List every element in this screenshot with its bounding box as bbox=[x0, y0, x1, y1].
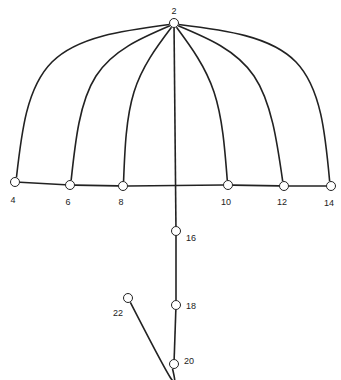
graph-vertex: 22 bbox=[123, 293, 133, 303]
graph-vertex: 20 bbox=[169, 359, 179, 369]
vertex-number: 8 bbox=[118, 198, 123, 207]
graph-vertex: 2 bbox=[169, 18, 179, 28]
vertex-number: 20 bbox=[184, 357, 194, 366]
graph-edge bbox=[178, 26, 283, 181]
graph-vertex: 14 bbox=[326, 181, 336, 191]
vertex-number: 2 bbox=[171, 7, 176, 16]
graph-edge bbox=[177, 27, 228, 180]
graph-edge bbox=[130, 302, 174, 380]
graph-edge bbox=[124, 27, 172, 181]
vertex-number: 12 bbox=[277, 198, 287, 207]
graph-edge bbox=[20, 182, 65, 184]
graph-edge bbox=[174, 310, 176, 359]
vertex-number: 14 bbox=[324, 199, 334, 208]
graph-edge bbox=[128, 184, 223, 187]
vertex-number: 6 bbox=[65, 198, 70, 207]
graph-edge bbox=[179, 25, 330, 182]
graph-vertex: 18 bbox=[171, 300, 181, 310]
graph-edge bbox=[289, 185, 326, 187]
graph-edge bbox=[16, 25, 169, 178]
graph-edge bbox=[174, 28, 176, 226]
vertex-number: 22 bbox=[113, 309, 123, 318]
vertex-number: 18 bbox=[186, 302, 196, 311]
vertex-number: 16 bbox=[186, 234, 196, 243]
graph-vertex: 4 bbox=[10, 177, 20, 187]
graph-vertex: 12 bbox=[279, 181, 289, 191]
graph-vertex: 16 bbox=[171, 226, 181, 236]
graph-edge bbox=[233, 184, 279, 186]
graph-vertex: 8 bbox=[118, 181, 128, 191]
graph-edge bbox=[75, 184, 118, 186]
vertex-number: 10 bbox=[221, 198, 231, 207]
graph-vertex: 10 bbox=[223, 180, 233, 190]
graph-edge bbox=[175, 236, 177, 300]
vertex-number: 4 bbox=[10, 196, 15, 205]
graph-vertex: 6 bbox=[65, 180, 75, 190]
